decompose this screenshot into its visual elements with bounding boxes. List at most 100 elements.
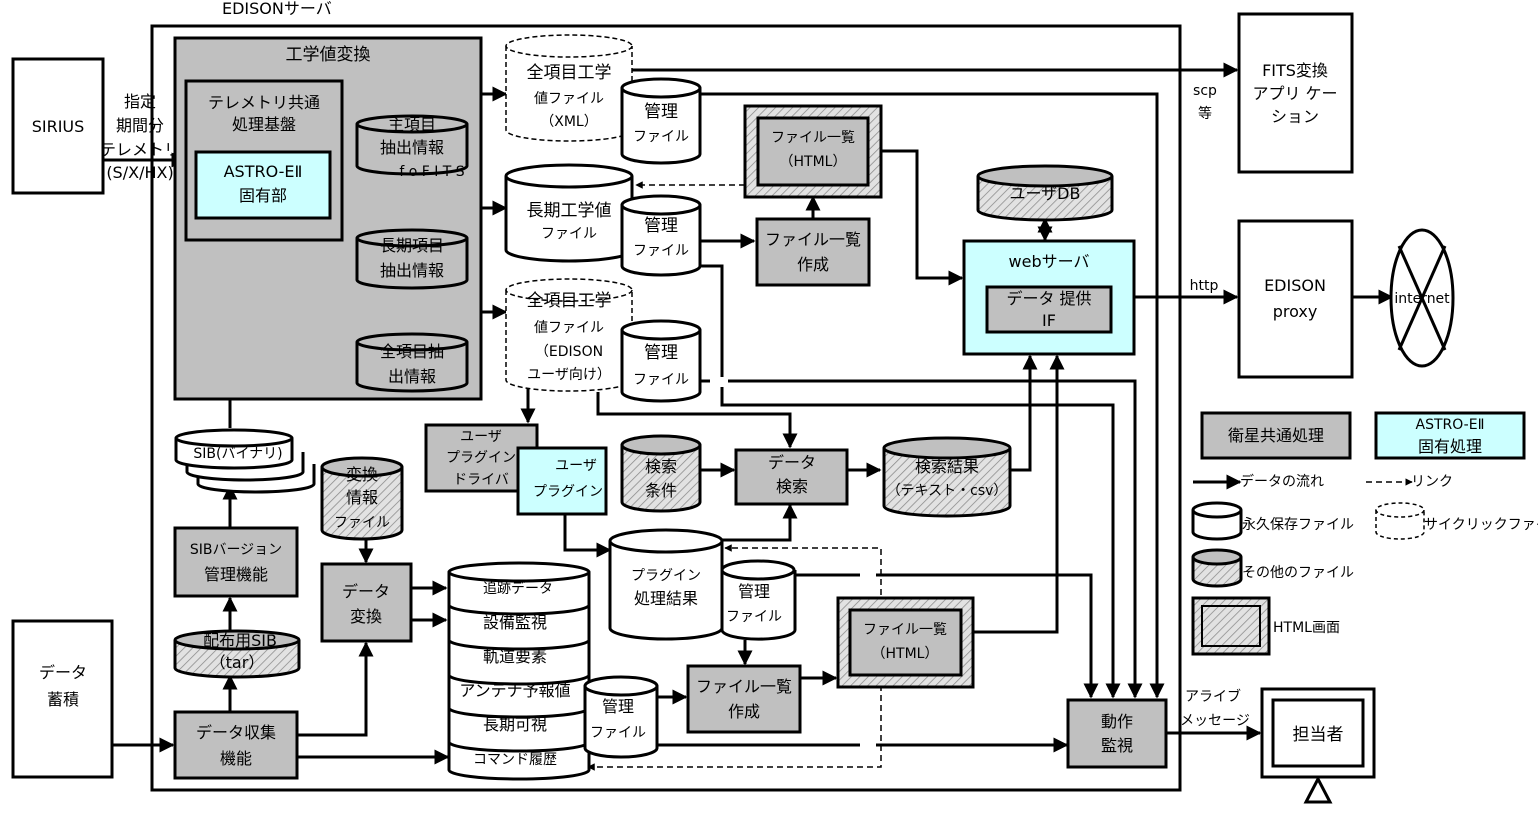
alive-msg-l2: メッセージ [1180,713,1250,729]
stack-item-0: 追跡データ [483,580,553,597]
data-convert-l2: 変換 [350,607,382,626]
data-if-box [985,285,1113,334]
mgmt-file-2-cylinder: 管理 ファイル [620,194,702,277]
fits-app-box [1237,12,1354,174]
op-monitor-box [1066,698,1168,769]
filelist-create-2 [686,664,802,734]
legend-flow-label: データの流れ [1240,473,1324,490]
all-edison-cyclic-cylinder: 全項目工学 値ファイル （EDISON ユーザ向け） [505,278,633,392]
eng-conversion-title: 工学値変換 [286,45,371,65]
web-server-label: webサーバ [1009,252,1090,271]
user-plugin-l1: ユーザ [555,458,597,474]
user-plugin-box [516,446,608,516]
scp-l2: 等 [1198,105,1212,122]
legend-cyclic-label: サイクリックファイル [1424,517,1538,533]
sirius-arrow-l3: テレメトリ [100,140,180,159]
sib-binary-label: SIB(バイナリ) [193,446,282,462]
mgmt-file-2-l2: ファイル [633,243,689,259]
data-search-box [734,448,849,506]
fits-app-l3: ション [1271,107,1319,126]
conv-info-cylinder: 変換 情報 ファイル [320,456,404,541]
dist-sib-cylinder: 配布用SIB （tar） [173,629,301,679]
sib-version-box [173,526,299,598]
filelist-html-2: ファイル一覧 （HTML） [836,596,975,689]
sib-binary-cylinders: SIB(バイナリ) [174,428,316,494]
filelist-create-1-l1: ファイル一覧 [765,230,861,249]
legend-html-label: HTML画面 [1273,620,1340,636]
legend-astro-box [1374,411,1526,460]
extract-long-l1: 長期項目 [380,236,444,255]
sirius-arrow-l4: (S/X/HX) [106,163,173,182]
arrow-fhtml2-web [973,354,1065,634]
search-cond-cylinder: 検索 条件 [620,434,702,513]
plugin-driver-l3: ドライバ [453,472,509,488]
all-xml-l1: 全項目工学 [527,63,612,83]
legend-common-label: 衛星共通処理 [1228,426,1324,445]
all-xml-l3: （XML） [540,114,597,130]
plugin-result-l2: 処理結果 [634,589,698,608]
long-eng-l1: 長期工学値 [527,201,612,221]
mgmt-file-3-l1: 管理 [644,343,678,363]
astro-unique-box [194,150,332,220]
long-eng-l2: ファイル [541,226,597,242]
operator-label: 担当者 [1293,725,1344,745]
legend-permanent-label: 永久保存ファイル [1242,517,1354,533]
fits-overlap-text: f o F I T S [399,164,464,180]
legend-astro-l2: 固有処理 [1418,437,1482,456]
data-if-l2: IF [1042,311,1056,330]
data-convert-box [320,562,413,643]
conv-info-l1: 変換 [346,465,378,484]
all-xml-cyclic-cylinder: 全項目工学 値ファイル （XML） [505,34,633,142]
dist-sib-l2: （tar） [210,653,265,672]
extract-long-l2: 抽出情報 [380,261,444,280]
extract-all-l1: 全項目抽 [380,342,444,361]
operator-monitor-icon: 担当者 [1260,687,1376,804]
arrow-result-web [1010,354,1038,472]
data-search-l2: 検索 [776,477,808,496]
user-plugin-l2: プラグイン [533,484,603,500]
sirius-arrow-l1: 指定 [124,92,156,111]
stack-item-3: アンテナ予報値 [459,681,570,700]
filelist-html-1: ファイル一覧 （HTML） [743,104,883,199]
fits-app-l1: FITS変換 [1262,61,1328,80]
mgmt-file-4-l2: ファイル [726,609,782,625]
mgmt-file-2-l1: 管理 [644,216,678,236]
stack-item-2: 軌道要素 [483,647,547,666]
telemetry-base-line1: テレメトリ共通 [208,93,320,112]
plugin-driver-l1: ユーザ [460,429,502,445]
mgmt-file-4-l1: 管理 [738,582,770,601]
mgmt-file-5-l2: ファイル [590,725,646,741]
arrow-mgmt1-monitor [700,92,1165,699]
legend-other-label: その他のファイル [1242,565,1354,581]
filelist-html-2-l1: ファイル一覧 [863,621,947,638]
all-edison-l3: （EDISON [535,344,603,360]
fits-app-l2: アプリ ケー [1252,84,1337,103]
mgmt-file-3-cylinder: 管理 ファイル [620,319,702,403]
all-edison-l2: 値ファイル [534,320,604,336]
filelist-html-1-l2: （HTML） [780,154,847,170]
http-label: http [1190,278,1219,294]
legend-link-label: リンク [1411,474,1453,490]
arrow-fhtml-web [881,149,964,286]
conv-info-l2: 情報 [346,488,378,507]
plugin-result-l1: プラグイン [631,568,701,584]
extract-main-cylinder: 主項目 抽出情報 [355,114,469,176]
stack-item-5: コマンド履歴 [473,752,557,768]
search-cond-l2: 条件 [645,481,677,500]
filelist-html-2-l2: （HTML） [872,646,939,662]
alive-msg-l1: アライブ [1185,688,1241,705]
extract-long-cylinder: 長期項目 抽出情報 [355,228,469,290]
search-result-l1: 検索結果 [915,457,979,476]
legend-cyclic-cylinder [1375,510,1425,540]
data-store-box [11,619,114,779]
extract-all-l2: 出情報 [388,367,436,386]
sirius-label: SIRIUS [32,117,85,136]
data-convert-l1: データ [342,582,390,601]
all-edison-l1: 全項目工学 [527,291,612,311]
arrow-mgmt3-monitor [700,379,1143,699]
extract-main-l2: 抽出情報 [380,138,444,157]
filelist-create-2-l2: 作成 [728,702,760,721]
mgmt-file-1-l2: ファイル [633,129,689,145]
data-collect-l1: データ収集 [196,723,276,742]
internet-crossed-ellipse: internet [1389,228,1455,368]
